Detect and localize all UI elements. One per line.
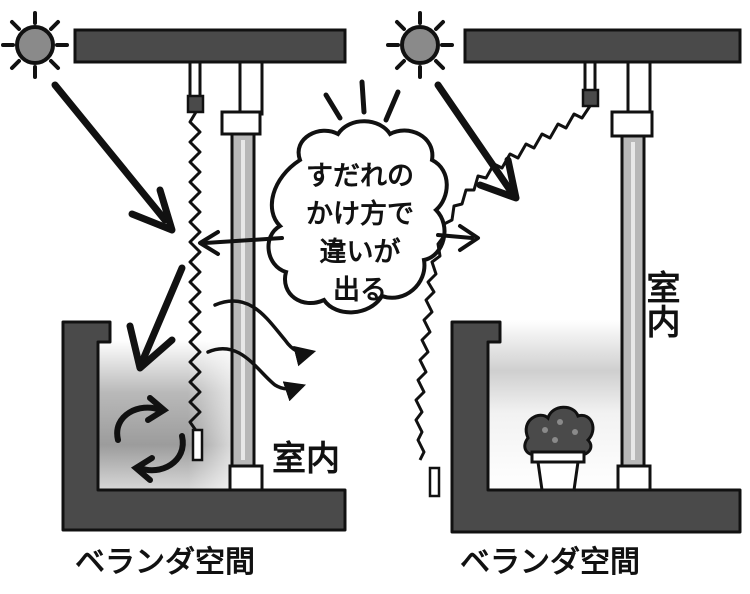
left-sash-cap <box>220 110 262 136</box>
potted-plant-icon <box>523 405 595 492</box>
left-veranda-floor <box>61 320 347 532</box>
left-downward-arrow <box>138 264 186 366</box>
right-sash-cap <box>610 110 654 138</box>
left-veranda-label: ベランダ空間 <box>75 545 255 580</box>
left-room-label: 室内 <box>272 439 340 479</box>
left-hook-rod <box>188 60 202 100</box>
left-hook-block <box>186 94 205 114</box>
left-shade-fade <box>98 340 248 490</box>
left-sudare-blind <box>188 111 202 433</box>
left-sash-base <box>228 464 264 494</box>
air-flow-arrows <box>206 299 317 402</box>
thought-cloud <box>266 119 449 315</box>
right-ceiling-slab <box>463 28 742 64</box>
left-sudare-tassel <box>191 428 204 462</box>
right-panel: 室内 ベランダ空間 <box>386 11 742 580</box>
right-hook-rod <box>583 60 597 94</box>
right-veranda-label: ベランダ空間 <box>460 545 640 580</box>
sun-icon <box>386 11 454 79</box>
right-sudare-blind <box>414 105 592 461</box>
right-hook-block <box>581 88 600 108</box>
left-double-arrow <box>198 230 284 256</box>
callout-line-2: かけ方で <box>306 199 414 230</box>
emphasis-lines <box>323 79 401 123</box>
callout-line-3: 違いが <box>319 237 401 268</box>
callout-text: すだれの かけ方で 違いが 出る <box>280 158 440 310</box>
swirl-icon <box>114 395 186 483</box>
right-sudare-tassel <box>428 466 441 498</box>
left-ceiling-slab <box>73 28 347 64</box>
left-panel: 室内 ベランダ空間 <box>1 11 347 580</box>
right-room-label: 室内 <box>640 269 680 338</box>
left-sunlight-arrow <box>51 81 169 224</box>
left-sash-top <box>238 60 264 116</box>
sun-icon <box>1 11 69 79</box>
right-sunlight-arrow <box>434 81 514 194</box>
right-veranda-floor <box>450 320 742 534</box>
right-sash-base <box>616 464 652 494</box>
right-sash-top <box>626 60 652 116</box>
callout <box>198 79 480 315</box>
callout-line-1: すだれの <box>306 161 414 192</box>
callout-line-4: 出る <box>333 275 387 306</box>
